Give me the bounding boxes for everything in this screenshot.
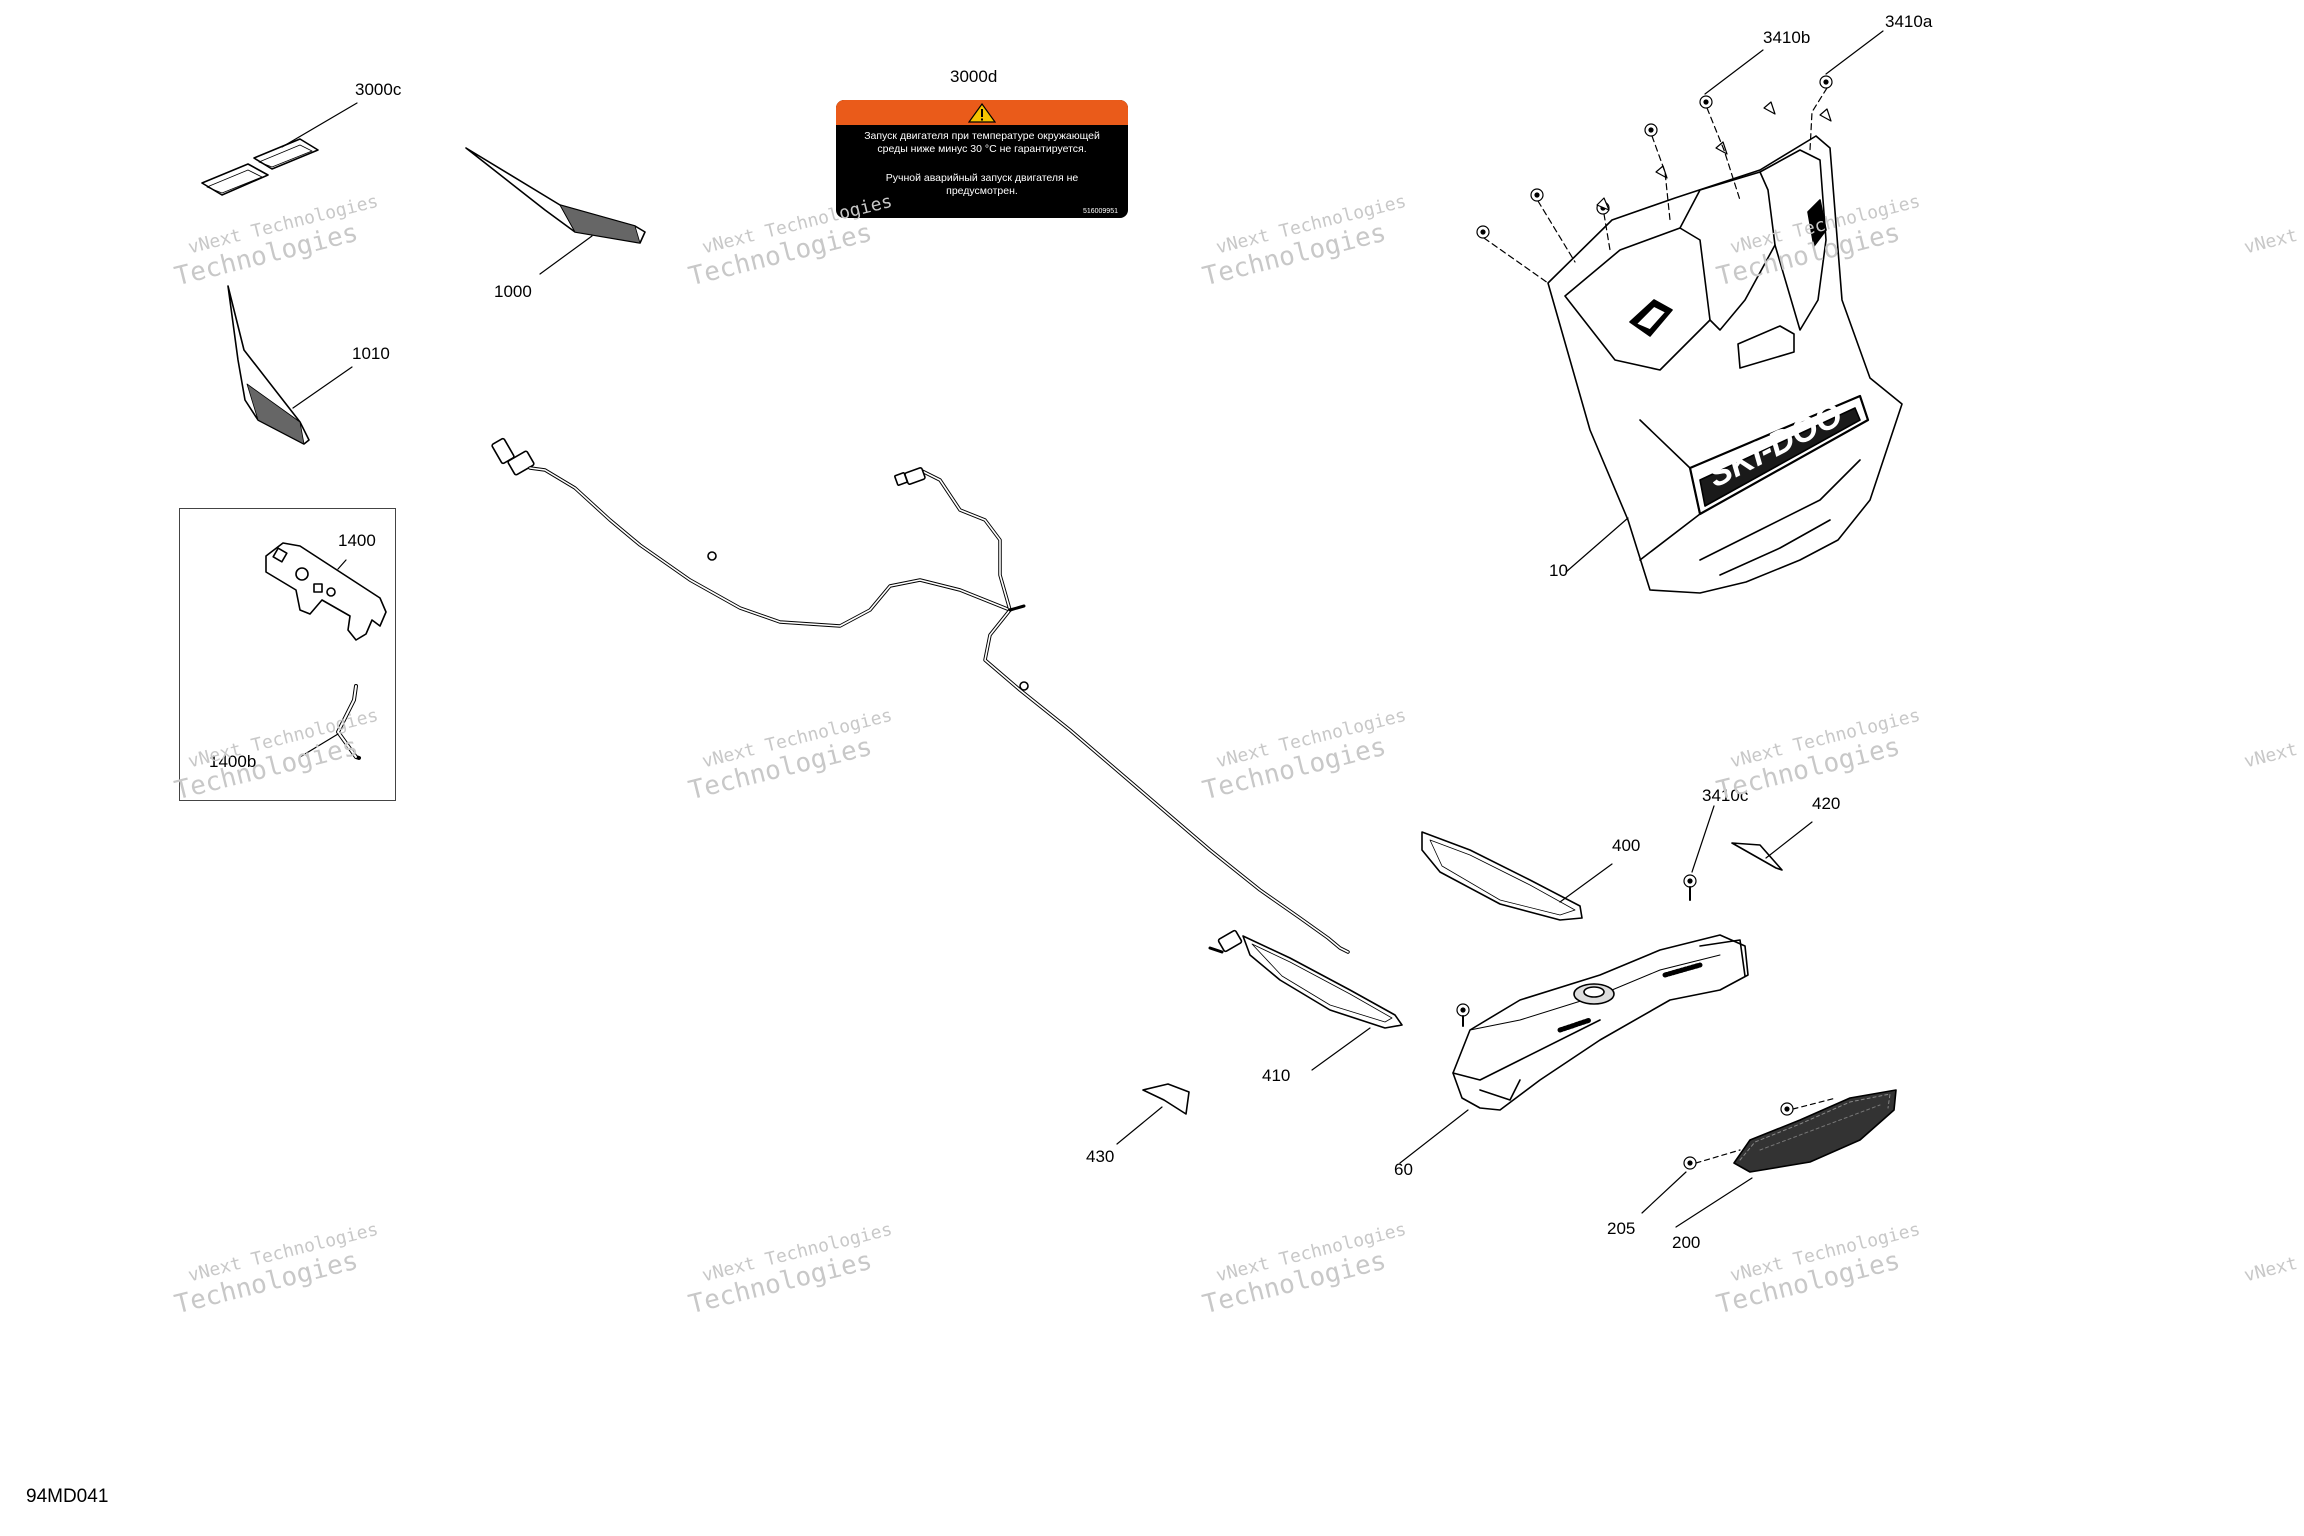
tool-kit-box <box>179 508 396 801</box>
decal-410 <box>1242 935 1403 1071</box>
housing-60 <box>1399 934 1749 1164</box>
callout-3410b: 3410b <box>1763 28 1811 47</box>
callout-10: 10 <box>1549 561 1568 580</box>
callout-3410c: 3410c <box>1702 786 1749 805</box>
decal-1000 <box>465 147 646 275</box>
callout-200: 200 <box>1672 1233 1701 1252</box>
warning-text-line1: Запуск двигателя при температуре окружаю… <box>864 130 1100 142</box>
warning-label-3000d: Запуск двигателя при температуре окружаю… <box>836 100 1128 218</box>
callout-1400: 1400 <box>338 531 376 550</box>
decal-420 <box>1731 821 1813 871</box>
wrench-1400 <box>265 542 387 641</box>
decal-400 <box>1421 831 1613 921</box>
callout-1000: 1000 <box>494 282 532 301</box>
callout-1400b: 1400b <box>209 752 257 771</box>
warning-label-code: 516009951 <box>1082 208 1118 215</box>
screws-3410 <box>1476 30 1884 284</box>
decal-3000c <box>201 102 358 196</box>
callout-410: 410 <box>1262 1066 1291 1085</box>
screw-3410c <box>1683 805 1715 901</box>
callout-3000c: 3000c <box>355 80 402 99</box>
callout-3410a: 3410a <box>1885 12 1933 31</box>
warning-text-line2: среды ниже минус 30 °С не гарантируется. <box>877 143 1087 155</box>
screws-205 <box>1641 1097 1837 1214</box>
decal-430 <box>1116 1083 1190 1145</box>
callout-400: 400 <box>1612 836 1641 855</box>
screw-60 <box>1456 1003 1470 1027</box>
lens-200 <box>1675 1089 1897 1228</box>
callout-205: 205 <box>1607 1219 1636 1238</box>
wire-harness <box>491 437 1350 954</box>
callout-1010: 1010 <box>352 344 390 363</box>
hex-key-1400b <box>299 684 361 760</box>
callout-430: 430 <box>1086 1147 1115 1166</box>
diagram-id: 94MD041 <box>26 1486 109 1507</box>
warning-text-line4: предусмотрен. <box>946 185 1018 197</box>
warning-triangle-icon <box>968 103 996 123</box>
callout-3000d: 3000d <box>950 67 998 86</box>
panel-10 <box>1547 135 1903 594</box>
warning-text-line3: Ручной аварийный запуск двигателя не <box>885 172 1079 184</box>
decal-1010 <box>227 285 353 445</box>
callout-420: 420 <box>1812 794 1841 813</box>
callout-60: 60 <box>1394 1160 1413 1179</box>
